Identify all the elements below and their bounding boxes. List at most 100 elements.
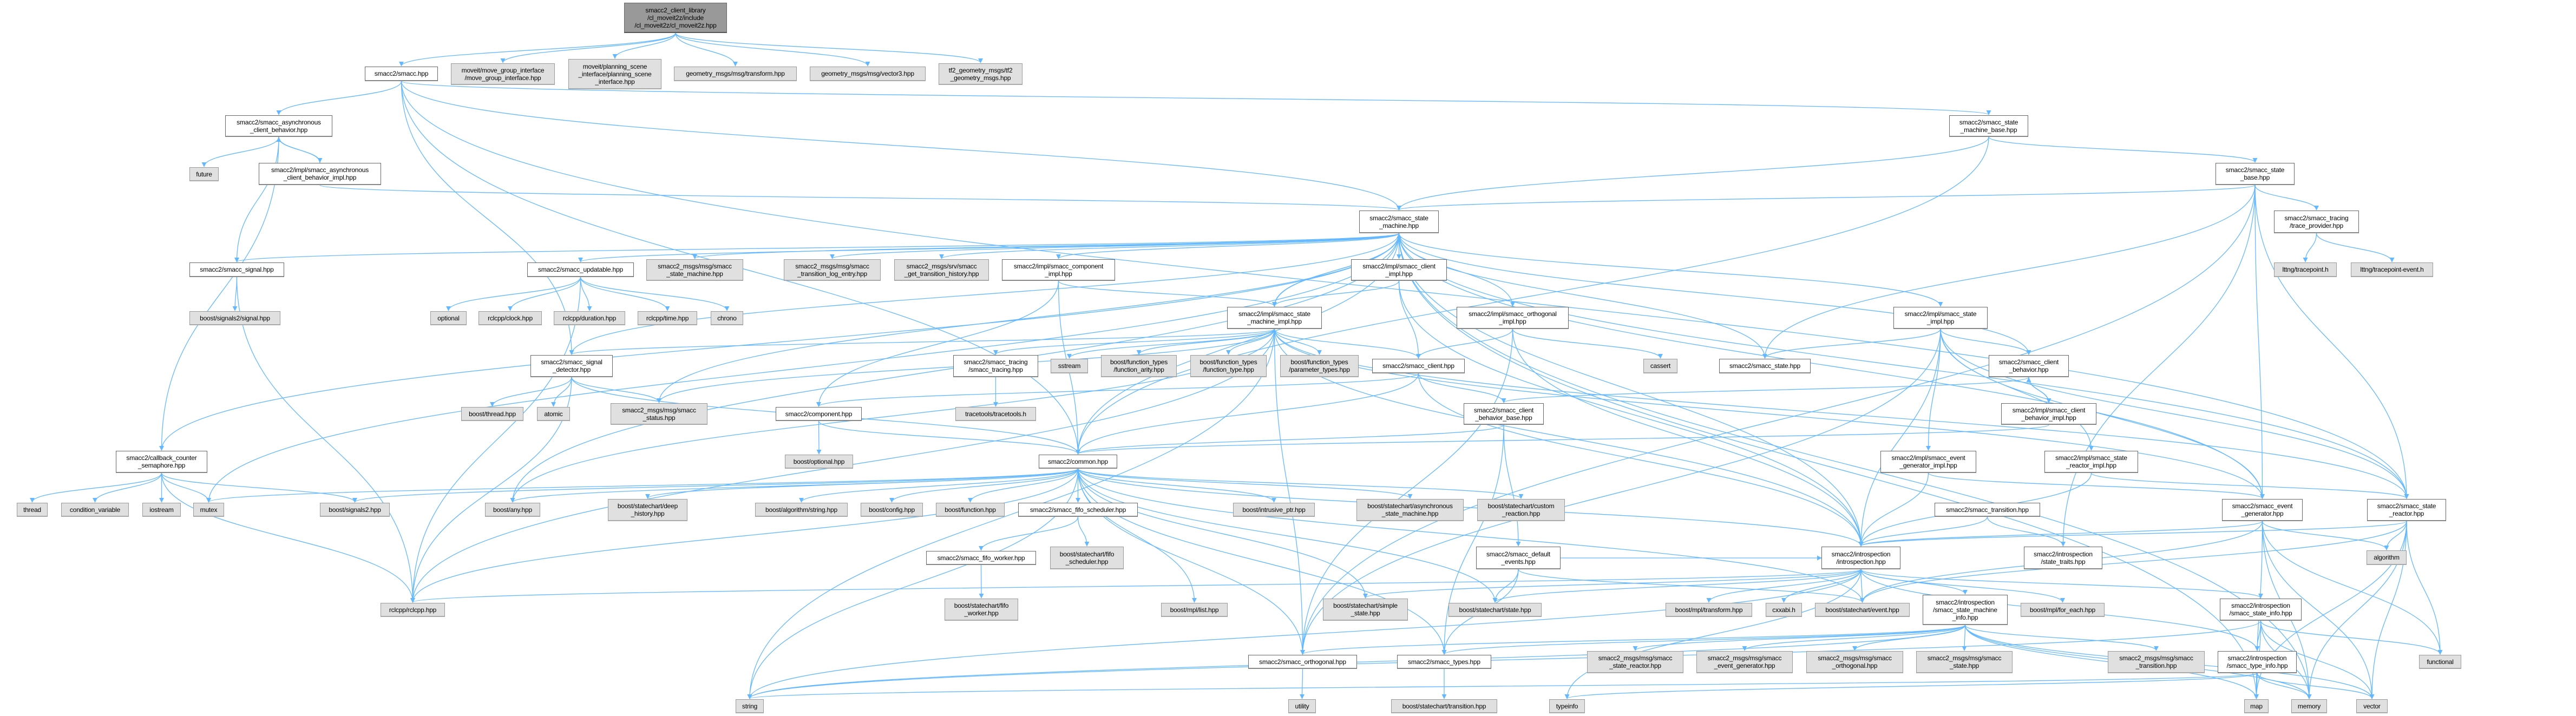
node-cxx[interactable]: cxxabi.h (1766, 603, 1802, 617)
node-vec[interactable]: vector (2356, 699, 2388, 713)
node-bfs[interactable]: boost/statechart/fifo_scheduler.hpp (1050, 547, 1124, 569)
node-sig[interactable]: smacc2/smacc_signal.hpp (189, 262, 284, 277)
node-acb[interactable]: smacc2/smacc_asynchronous_client_behavio… (225, 115, 332, 137)
node-oi[interactable]: smacc2/impl/smacc_orthogonal_impl.hpp (1457, 307, 1569, 329)
node-acbi[interactable]: smacc2/impl/smacc_asynchronous_client_be… (259, 163, 381, 185)
node-bfw[interactable]: boost/statechart/fifo_worker.hpp (945, 599, 1018, 621)
node-comp[interactable]: smacc2/component.hpp (776, 407, 862, 421)
node-chr[interactable]: chrono (711, 311, 743, 325)
node-fp[interactable]: boost/function_types/parameter_types.hpp (1280, 355, 1359, 377)
node-ml[interactable]: boost/mpl/list.hpp (1161, 603, 1228, 617)
node-com[interactable]: smacc2/common.hpp (1039, 455, 1117, 469)
node-mgth[interactable]: smacc2_msgs/srv/smacc_get_transition_his… (894, 259, 989, 281)
node-algo[interactable]: algorithm (2367, 550, 2407, 565)
node-atm[interactable]: atomic (537, 407, 570, 421)
node-cb[interactable]: smacc2/smacc_client_behavior.hpp (1989, 355, 2069, 377)
node-ccs[interactable]: smacc2/callback_counter_semaphore.hpp (116, 451, 207, 473)
node-typ[interactable]: smacc2/smacc_types.hpp (1397, 655, 1491, 669)
node-meg[interactable]: smacc2_msgs/msg/smacc_event_generator.hp… (1696, 651, 1793, 673)
node-trt[interactable]: smacc2/introspection/state_traits.hpp (2024, 547, 2102, 569)
node-si[interactable]: smacc2/impl/smacc_state_impl.hpp (1893, 307, 1988, 329)
node-msr[interactable]: smacc2_msgs/msg/smacc_state_reactor.hpp (1587, 651, 1683, 673)
node-cr[interactable]: boost/statechart/custom_reaction.hpp (1477, 499, 1565, 521)
node-clk[interactable]: rclcpp/clock.hpp (479, 311, 542, 325)
node-mtx[interactable]: mutex (193, 503, 224, 517)
node-mtl[interactable]: smacc2_msgs/msg/smacc_transition_log_ent… (784, 259, 881, 281)
node-st[interactable]: smacc2/smacc_state.hpp (1719, 359, 1811, 373)
node-str[interactable]: string (736, 699, 764, 713)
node-algs[interactable]: boost/algorithm/string.hpp (755, 503, 848, 517)
node-sst[interactable]: boost/statechart/simple_state.hpp (1323, 599, 1408, 621)
node-lt[interactable]: lttng/tracepoint.h (2274, 262, 2337, 277)
node-v3[interactable]: geometry_msgs/msg/vector3.hpp (810, 67, 926, 81)
node-thread[interactable]: thread (17, 503, 48, 517)
node-ci[interactable]: smacc2/impl/smacc_component_impl.hpp (1002, 259, 1115, 281)
node-sm[interactable]: smacc2/smacc_state_machine.hpp (1359, 211, 1439, 233)
node-mtr[interactable]: smacc2_msgs/msg/smacc_transition.hpp (2108, 651, 2205, 673)
node-cas[interactable]: cassert (1643, 359, 1677, 373)
node-stat[interactable]: smacc2_msgs/msg/smacc_status.hpp (611, 403, 707, 425)
node-rcl[interactable]: rclcpp/rclcpp.hpp (381, 603, 445, 617)
node-smi[interactable]: smacc2/impl/smacc_state_machine_impl.hpp (1227, 307, 1322, 329)
node-bs2[interactable]: boost/signals2.hpp (320, 503, 390, 517)
node-mem[interactable]: memory (2291, 699, 2327, 713)
node-ev[interactable]: boost/statechart/event.hpp (1815, 603, 1910, 617)
node-mgi[interactable]: moveit/move_group_interface/move_group_i… (451, 63, 555, 85)
node-smi2[interactable]: smacc2/introspection/smacc_state_machine… (1923, 595, 2008, 625)
node-bst[interactable]: boost/statechart/state.hpp (1448, 603, 1542, 617)
node-ios[interactable]: iostream (142, 503, 181, 517)
node-tinfo[interactable]: typeinfo (1549, 699, 1585, 713)
node-ti[interactable]: smacc2/introspection/smacc_type_info.hpp (2218, 651, 2297, 673)
node-sr[interactable]: smacc2/smacc_state_reactor.hpp (2367, 499, 2446, 521)
node-tf2[interactable]: tf2_geometry_msgs/tf2_geometry_msgs.hpp (939, 63, 1022, 85)
node-root[interactable]: smacc2_client_library/cl_moveit2z/includ… (624, 3, 727, 33)
node-sb[interactable]: smacc2/smacc_state_base.hpp (2216, 163, 2295, 185)
node-tp[interactable]: smacc2/smacc_tracing/trace_provider.hpp (2274, 211, 2359, 233)
node-func[interactable]: functional (2419, 655, 2461, 669)
node-lte[interactable]: lttng/tracepoint-event.h (2351, 262, 2433, 277)
node-sd[interactable]: smacc2/smacc_signal_detector.hpp (530, 355, 613, 377)
node-smacc[interactable]: smacc2/smacc.hpp (365, 67, 438, 81)
node-ss[interactable]: sstream (1051, 359, 1088, 373)
node-de[interactable]: smacc2/smacc_default_events.hpp (1476, 547, 1561, 569)
node-utl[interactable]: utility (1288, 699, 1316, 713)
node-fw[interactable]: smacc2/smacc_fifo_worker.hpp (926, 551, 1036, 565)
node-fs[interactable]: smacc2/smacc_fifo_scheduler.hpp (1018, 503, 1138, 517)
node-bopt[interactable]: boost/optional.hpp (785, 455, 853, 469)
node-cbb[interactable]: smacc2/smacc_client_behavior_base.hpp (1464, 403, 1544, 425)
node-fn[interactable]: boost/function.hpp (936, 503, 1005, 517)
node-cfg[interactable]: boost/config.hpp (861, 503, 923, 517)
node-map[interactable]: map (2244, 699, 2269, 713)
node-ms[interactable]: smacc2_msgs/msg/smacc_state.hpp (1916, 651, 2013, 673)
node-sri[interactable]: smacc2/impl/smacc_state_reactor_impl.hpp (2044, 451, 2138, 473)
node-dh[interactable]: boost/statechart/deep_history.hpp (608, 499, 687, 521)
node-btr[interactable]: boost/statechart/transition.hpp (1391, 699, 1497, 713)
node-egi[interactable]: smacc2/impl/smacc_event_generator_impl.h… (1880, 451, 1976, 473)
node-cv[interactable]: condition_variable (61, 503, 129, 517)
node-tt[interactable]: tracetools/tracetools.h (955, 407, 1036, 421)
node-thr[interactable]: boost/thread.hpp (461, 407, 523, 421)
node-opt[interactable]: optional (430, 311, 467, 325)
node-sti[interactable]: smacc2/introspection/smacc_state_info.hp… (2220, 599, 2302, 621)
node-trn[interactable]: smacc2/smacc_transition.hpp (1935, 503, 2040, 517)
node-tr[interactable]: geometry_msgs/msg/transform.hpp (674, 67, 797, 81)
node-trc[interactable]: smacc2/smacc_tracing/smacc_tracing.hpp (953, 355, 1038, 377)
node-mt[interactable]: boost/mpl/transform.hpp (1666, 603, 1752, 617)
node-dur[interactable]: rclcpp/duration.hpp (554, 311, 625, 325)
node-asm[interactable]: boost/statechart/asynchronous_state_mach… (1356, 499, 1464, 521)
node-fa[interactable]: boost/function_types/function_arity.hpp (1101, 355, 1177, 377)
node-future[interactable]: future (189, 167, 219, 181)
node-cli[interactable]: smacc2/impl/smacc_client_impl.hpp (1351, 259, 1447, 281)
node-mo[interactable]: smacc2_msgs/msg/smacc_orthogonal.hpp (1806, 651, 1903, 673)
node-cl[interactable]: smacc2/smacc_client.hpp (1372, 359, 1465, 373)
node-smb[interactable]: smacc2/smacc_state_machine_base.hpp (1949, 115, 2028, 137)
node-any[interactable]: boost/any.hpp (485, 503, 540, 517)
node-ssig[interactable]: boost/signals2/signal.hpp (189, 311, 280, 325)
node-psi[interactable]: moveit/planning_scene_interface/planning… (568, 59, 661, 89)
node-eg[interactable]: smacc2/smacc_event_generator.hpp (2222, 499, 2303, 521)
node-fe[interactable]: boost/mpl/for_each.hpp (2021, 603, 2105, 617)
node-orth[interactable]: smacc2/smacc_orthogonal.hpp (1248, 655, 1357, 669)
node-msm[interactable]: smacc2_msgs/msg/smacc_state_machine.hpp (646, 259, 743, 281)
node-tim[interactable]: rclcpp/time.hpp (638, 311, 697, 325)
node-intro[interactable]: smacc2/introspection/introspection.hpp (1821, 547, 1900, 569)
